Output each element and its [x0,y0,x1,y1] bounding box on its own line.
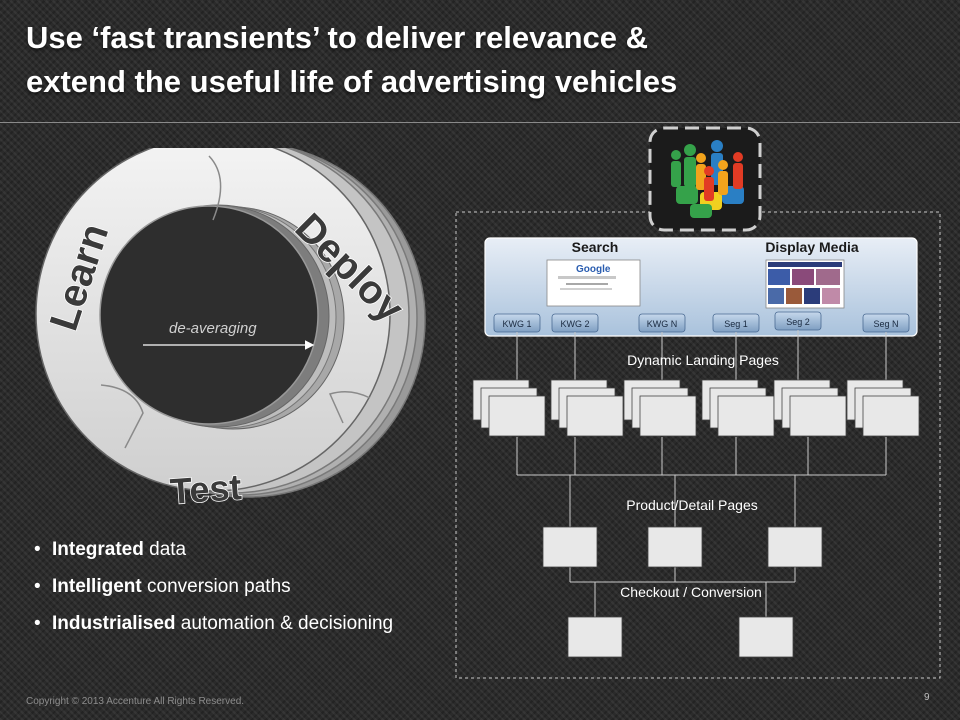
checkout-page [567,616,623,658]
person-figures [671,140,743,201]
kwg-2-label: KWG 2 [560,319,589,329]
product-page [542,526,598,568]
landing-pages-label: Dynamic Landing Pages [627,352,779,368]
benefit-list: •Integrated data •Intelligent conversion… [32,537,412,648]
landing-stack [846,379,920,437]
google-logo: Google [576,264,611,275]
bullet-text: conversion paths [141,576,291,597]
bullet-bold: Intelligent [52,576,142,597]
kwg-2-button[interactable]: KWG 2 [551,313,599,333]
bullet-bold: Integrated [52,539,144,560]
checkout-label: Checkout / Conversion [620,584,762,600]
seg-2-button[interactable]: Seg 2 [774,311,822,331]
product-page [647,526,703,568]
page-number: 9 [924,692,930,703]
kwg-n-button[interactable]: KWG N [638,313,686,333]
landing-stack [773,379,847,437]
display-media-thumbnail [765,259,845,309]
bullet-text: data [143,539,187,560]
product-page [767,526,823,568]
seg-2-label: Seg 2 [786,317,810,327]
bullet-bold: Industrialised [52,613,176,634]
search-label: Search [572,239,619,255]
bullet-text: automation & decisioning [175,613,394,634]
learn-deploy-test-cycle: de-averaging Learn Deploy Test [35,148,426,513]
kwg-1-button[interactable]: KWG 1 [493,313,541,333]
landing-page-stacks [472,379,920,437]
checkout-pages [567,616,794,658]
kwg-1-label: KWG 1 [502,319,531,329]
segment-dividers [100,155,371,449]
checkout-page [738,616,794,658]
cycle-hole [99,205,319,425]
display-media-label: Display Media [765,239,859,255]
landing-stack [472,379,546,437]
copyright-notice: Copyright © 2013 Accenture All Rights Re… [26,696,245,707]
title-divider [0,122,960,123]
arrow-label: de-averaging [169,320,257,337]
title-line-1: Use ‘fast transients’ to deliver relevan… [26,20,648,55]
seg-n-button[interactable]: Seg N [862,313,910,333]
connector-lines [516,330,887,617]
bullet-item: •Industrialised automation & decisioning [34,613,394,634]
landing-stack [623,379,697,437]
landing-stack [550,379,624,437]
product-pages [542,526,823,568]
product-pages-label: Product/Detail Pages [626,497,758,513]
keyword-buttons: KWG 1 KWG 2 KWG N Seg 1 Seg 2 Seg N [493,311,910,333]
search-results-thumbnail: Google [546,259,641,307]
seg-n-label: Seg N [873,319,898,329]
landing-stack [701,379,775,437]
seg-1-label: Seg 1 [724,319,748,329]
cycle-arrow: de-averaging [143,320,315,350]
audience-icon [648,126,762,232]
seg-1-button[interactable]: Seg 1 [712,313,760,333]
bullet-item: •Integrated data [34,539,187,560]
slide-title: Use ‘fast transients’ to deliver relevan… [26,16,936,104]
title-line-2: extend the useful life of advertising ve… [26,64,678,99]
test-label: Test [169,466,243,512]
kwg-n-label: KWG N [647,319,678,329]
bullet-item: •Intelligent conversion paths [34,576,291,597]
